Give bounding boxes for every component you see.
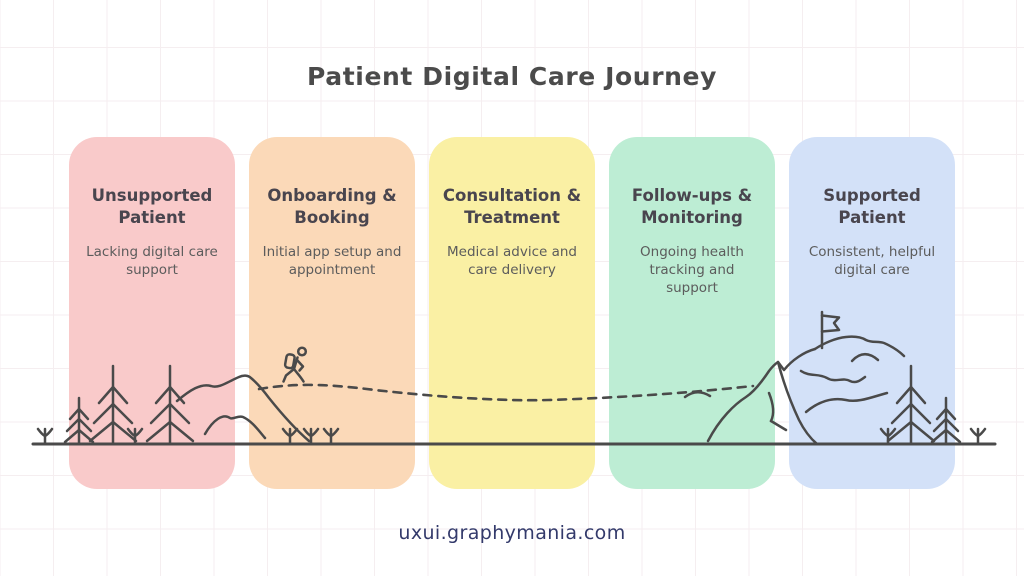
stage-card-followups-monitoring: Follow-ups & Monitoring Ongoing health t…: [609, 137, 775, 489]
stage-title: Onboarding & Booking: [267, 186, 397, 227]
stage-title: Follow-ups & Monitoring: [631, 186, 753, 227]
stage-description: Lacking digital care support: [86, 243, 218, 278]
grass-icon: [969, 427, 987, 446]
watermark-text: uxui.graphymania.com: [398, 522, 626, 544]
page-title: Patient Digital Care Journey: [307, 62, 717, 91]
stage-description: Medical advice and care delivery: [446, 243, 577, 278]
stage-title: Unsupported Patient: [91, 186, 213, 227]
stage-card-unsupported-patient: Unsupported Patient Lacking digital care…: [69, 137, 235, 489]
stage-card-onboarding-booking: Onboarding & Booking Initial app setup a…: [249, 137, 415, 489]
stage-title: Supported Patient: [823, 186, 921, 227]
grass-icon: [36, 427, 54, 446]
stage-card-supported-patient: Supported Patient Consistent, helpful di…: [789, 137, 955, 489]
stage-description: Ongoing health tracking and support: [640, 243, 744, 296]
stage-description: Consistent, helpful digital care: [808, 243, 936, 278]
stage-cards-row: Unsupported Patient Lacking digital care…: [69, 137, 955, 489]
stage-description: Initial app setup and appointment: [262, 243, 402, 278]
stage-card-consultation-treatment: Consultation & Treatment Medical advice …: [429, 137, 595, 489]
stage-title: Consultation & Treatment: [442, 186, 582, 227]
